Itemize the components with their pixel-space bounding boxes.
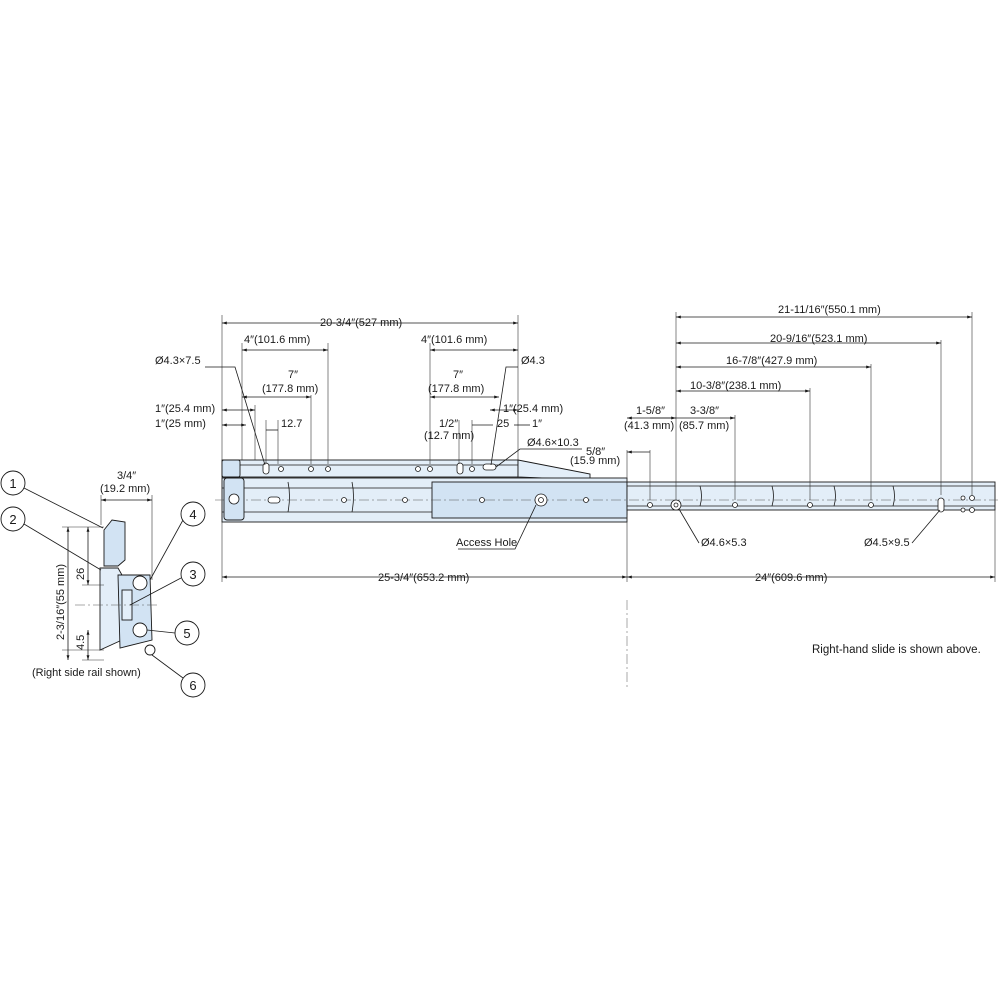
dim-mid-7in-a: 7″ xyxy=(453,369,463,381)
callout-3: 3 xyxy=(189,567,196,582)
section-h26: 26 xyxy=(75,568,87,580)
callout-2: 2 xyxy=(9,512,16,527)
callout-5: 5 xyxy=(183,626,190,641)
dim-d3: 16-7/8″(427.9 mm) xyxy=(726,355,817,367)
dim-left-4in: 4″(101.6 mm) xyxy=(244,334,310,346)
dim-mid-1in-b: 1″ xyxy=(532,418,542,430)
dim-hole-b: Ø4.5×9.5 xyxy=(864,537,910,549)
dim-mid-half-a: 1/2″ xyxy=(439,418,458,430)
rail-segment-marks xyxy=(287,481,895,513)
dim-hole-a: Ø4.6×5.3 xyxy=(701,537,747,549)
extended-rail-holes xyxy=(647,495,975,513)
top-dimensions: 20-3/4″(527 mm) 4″(101.6 mm) 4″(101.6 mm… xyxy=(155,315,651,550)
dim-closed-length: 25-3/4″(653.2 mm) xyxy=(378,572,469,584)
section-caption: (Right side rail shown) xyxy=(32,667,141,679)
dim-overall-top: 20-3/4″(527 mm) xyxy=(320,317,402,329)
dim-d4: 10-3/8″(238.1 mm) xyxy=(690,380,781,392)
dim-slot-left: Ø4.3×7.5 xyxy=(155,355,201,367)
dim-d5a: 1-5/8″ xyxy=(636,405,665,417)
slide-rail-assembly xyxy=(215,459,998,523)
dim-hole-mid: Ø4.3 xyxy=(521,355,545,367)
section-h4-5: 4.5 xyxy=(75,635,87,650)
section-height: 2-3/16″(55 mm) xyxy=(55,564,67,640)
callout-6: 6 xyxy=(189,678,196,693)
cross-section: 3/4″ (19.2 mm) 2-3/16″(55 mm) 26 4.5 (Ri… xyxy=(0,470,206,698)
dim-d2: 20-9/16″(523.1 mm) xyxy=(770,333,867,345)
dim-mid-7in-b: (177.8 mm) xyxy=(428,383,484,395)
drawer-member-holes xyxy=(262,462,497,475)
right-dimensions: 21-11/16″(550.1 mm) 20-9/16″(523.1 mm) 1… xyxy=(624,304,973,549)
dim-d6a: 3-3/8″ xyxy=(690,405,719,417)
footnote: Right-hand slide is shown above. xyxy=(812,644,981,656)
dim-left-7in-b: (177.8 mm) xyxy=(262,383,318,395)
dim-mid-1in-a: 1″(25.4 mm) xyxy=(503,403,563,415)
dim-d5b: (41.3 mm) xyxy=(624,420,674,432)
dim-d6b: (85.7 mm) xyxy=(679,420,729,432)
dim-mid-half-b: (12.7 mm) xyxy=(424,430,474,442)
dim-left-1in-b: 1″(25 mm) xyxy=(155,418,206,430)
cabinet-member-holes xyxy=(267,493,589,507)
callout-1: 1 xyxy=(9,476,16,491)
dim-five-eighths-a: 5/8″ xyxy=(586,446,605,458)
dim-d1: 21-11/16″(550.1 mm) xyxy=(778,304,881,316)
callout-4: 4 xyxy=(189,507,196,522)
section-width-a: 3/4″ xyxy=(117,470,136,482)
section-width-b: (19.2 mm) xyxy=(100,483,150,495)
access-hole-label: Access Hole xyxy=(456,537,517,549)
dim-five-eighths-b: (15.9 mm) xyxy=(570,455,620,467)
dim-slot-mid: Ø4.6×10.3 xyxy=(527,437,579,449)
dim-left-1in-a: 1″(25.4 mm) xyxy=(155,403,215,415)
section-drawer-profile xyxy=(103,519,126,567)
dim-mid-4in: 4″(101.6 mm) xyxy=(421,334,487,346)
dim-left-12-7: 12.7 xyxy=(281,418,302,430)
bottom-dimensions: 25-3/4″(653.2 mm) 24″(609.6 mm) xyxy=(221,510,996,690)
dim-mid-25: 25 xyxy=(497,418,509,430)
dim-extension: 24″(609.6 mm) xyxy=(755,572,827,584)
dim-left-7in-a: 7″ xyxy=(288,369,298,381)
